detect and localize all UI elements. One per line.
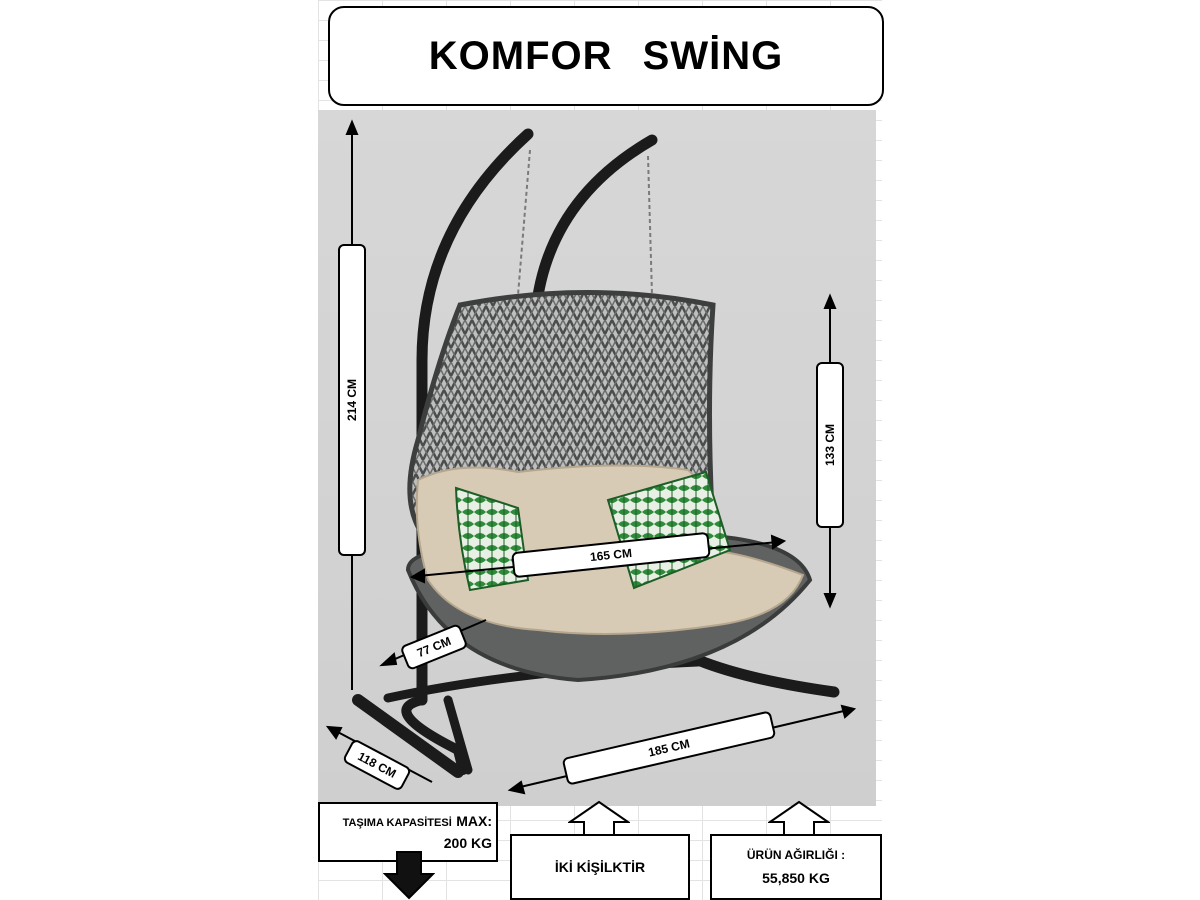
persons-box: İKİ KİŞİLKTİR xyxy=(510,834,690,900)
weight-value: 55,850 KG xyxy=(762,870,830,886)
persons-label: İKİ KİŞİLKTİR xyxy=(554,859,646,875)
dim-back-height-label: 133 CM xyxy=(823,423,837,467)
hanging-chains xyxy=(517,149,653,296)
dim-back-height: 133 CM xyxy=(816,362,844,528)
title-banner: KOMFOR SWİNG xyxy=(328,6,884,106)
up-arrow-icon-2 xyxy=(768,800,830,837)
weight-box: ÜRÜN AĞIRLIĞI : 55,850 KG xyxy=(710,834,882,900)
dim-base-width-label: 185 CM xyxy=(646,736,692,760)
pillow-left xyxy=(454,486,530,592)
product-title: KOMFOR SWİNG xyxy=(428,33,784,78)
capacity-label: TAŞIMA KAPASİTESİ xyxy=(342,817,452,829)
dim-height-total: 214 CM xyxy=(338,244,366,556)
dim-seat-width-label: 165 CM xyxy=(589,545,633,565)
capacity-max: MAX: xyxy=(456,813,492,829)
up-arrow-icon xyxy=(568,800,630,837)
capacity-value: 200 KG xyxy=(443,835,492,851)
swing-stand xyxy=(352,128,840,778)
product-photo xyxy=(318,110,876,806)
down-arrow-icon xyxy=(383,851,435,900)
weight-label: ÜRÜN AĞIRLIĞI : xyxy=(746,848,846,862)
dim-height-total-label: 214 CM xyxy=(345,378,359,422)
